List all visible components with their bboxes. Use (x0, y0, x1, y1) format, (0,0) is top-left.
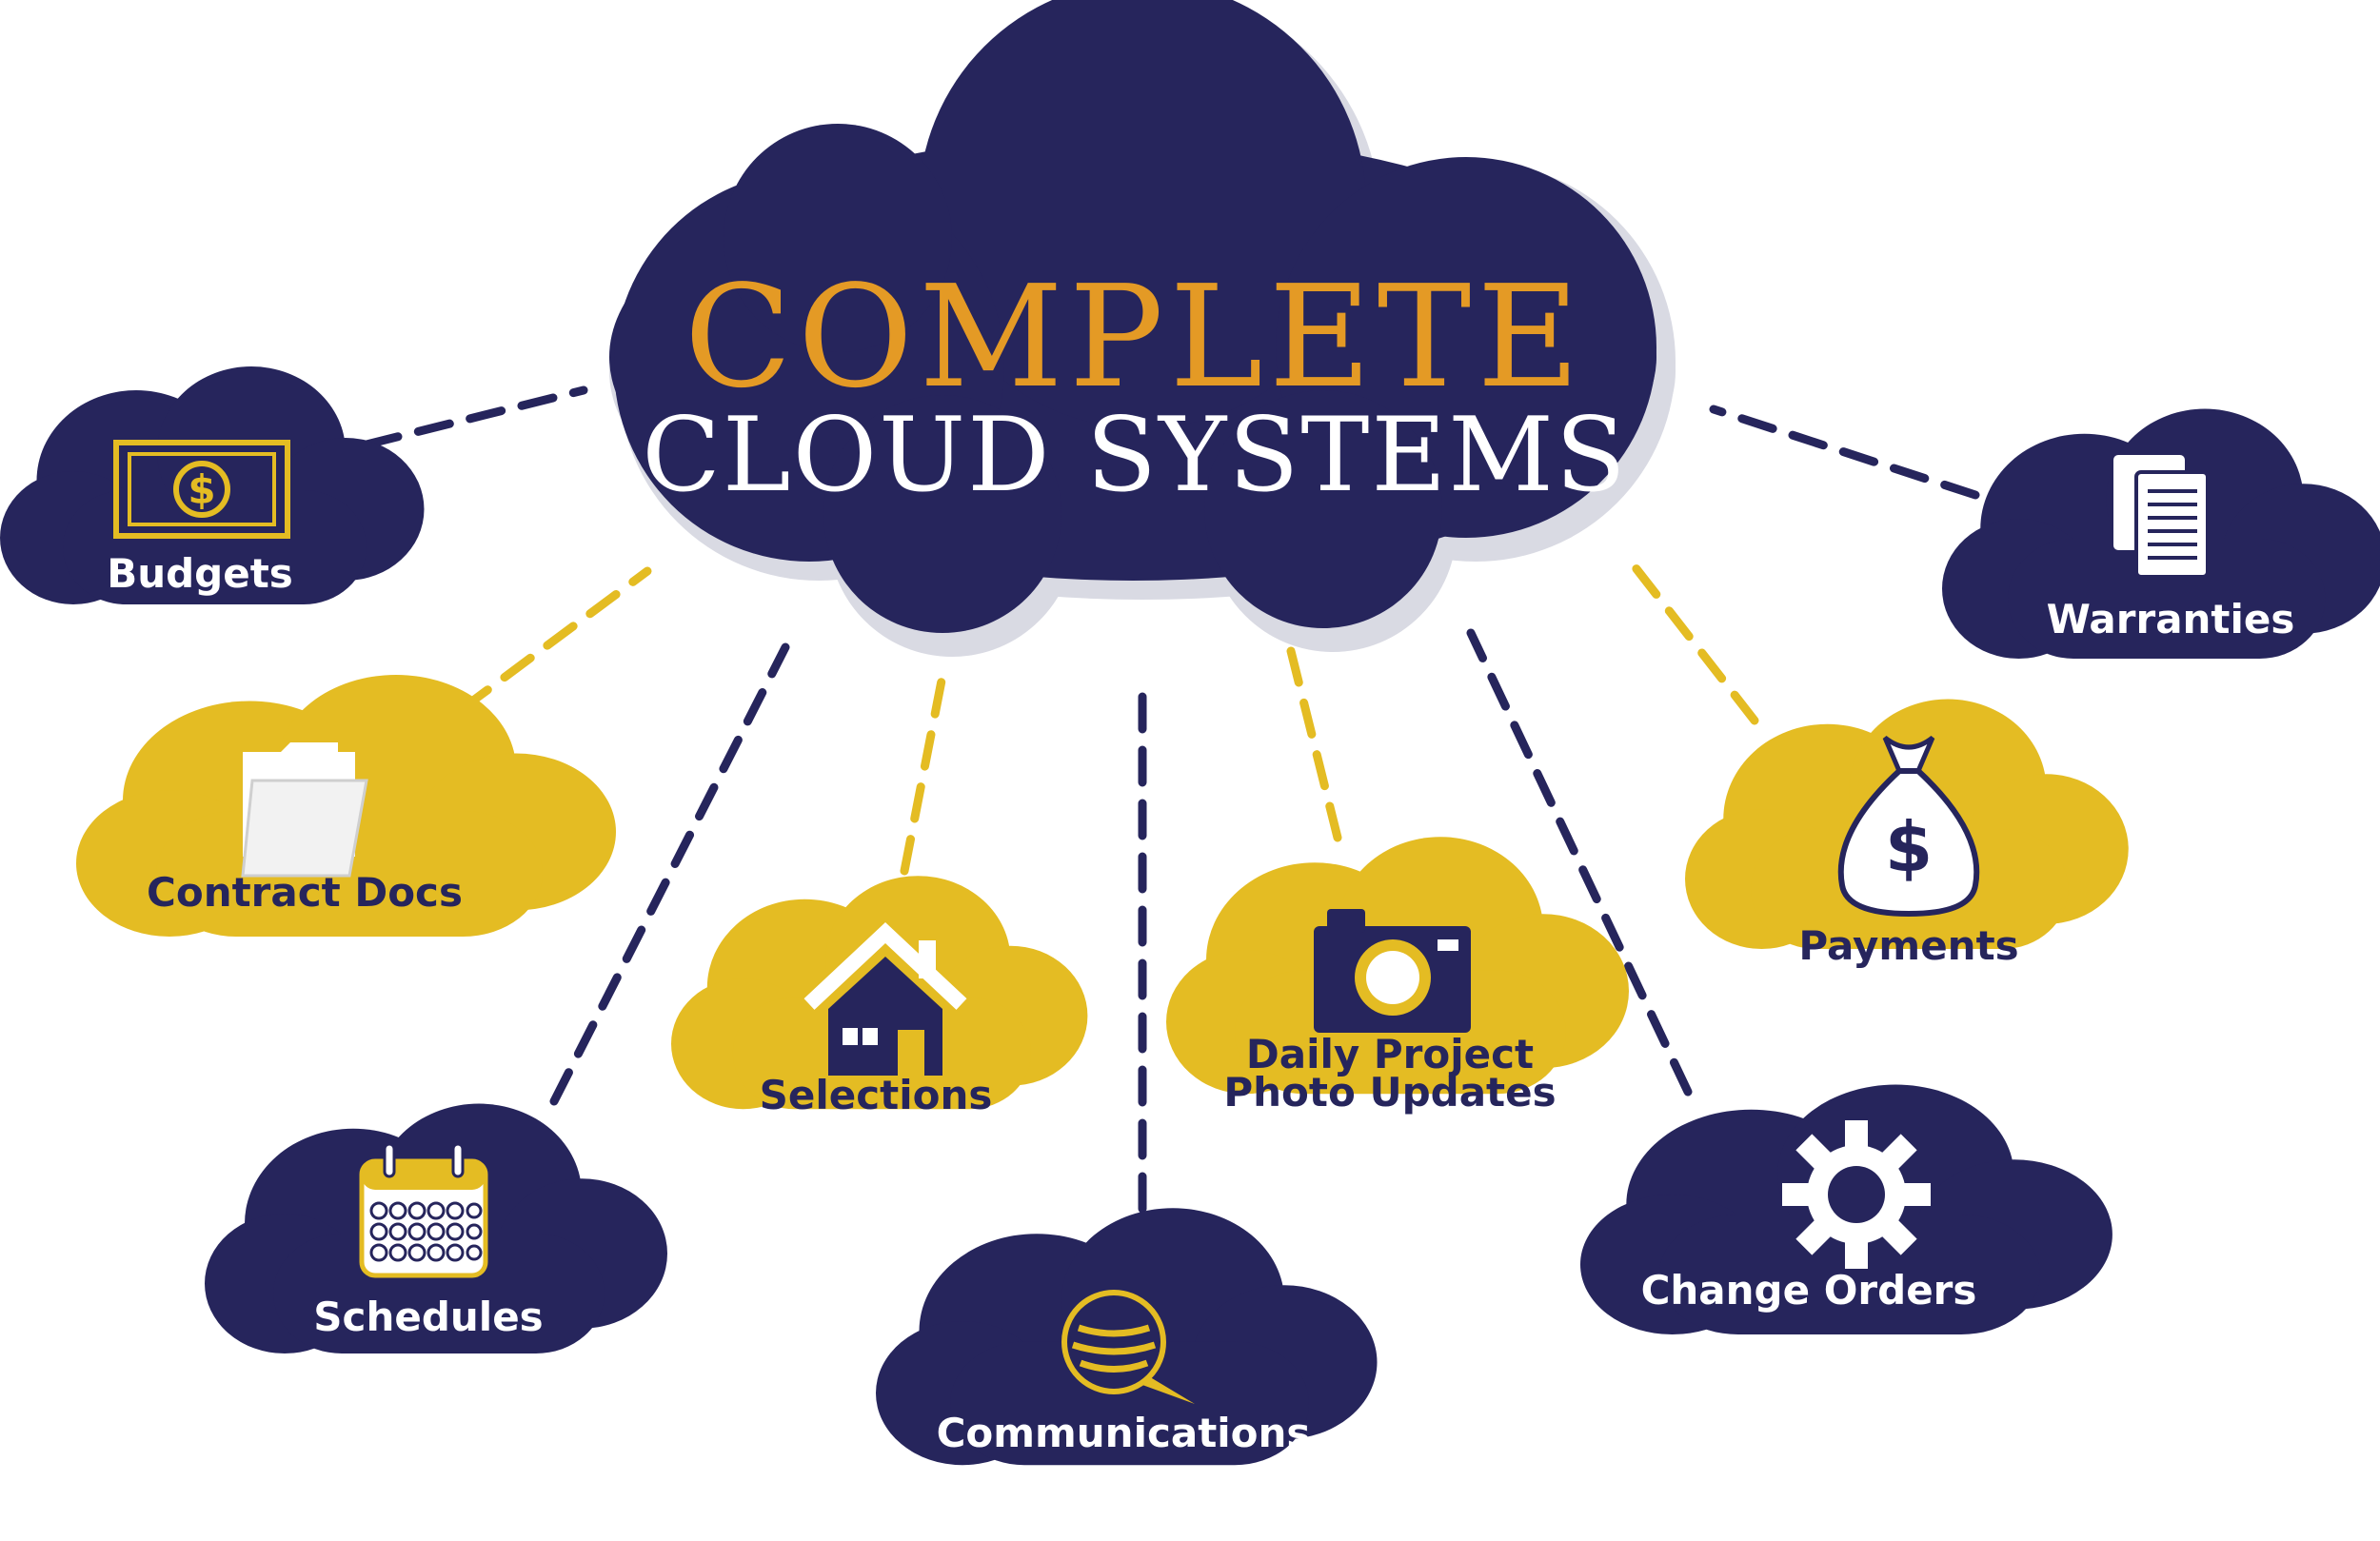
connector-schedules (549, 642, 790, 1106)
documents-icon (2113, 455, 2210, 579)
dollar-bill-icon: $ (113, 440, 290, 539)
connector-photo-updates (1285, 642, 1342, 842)
connector-warranties (1709, 405, 1980, 500)
label-selections: Selections (760, 1072, 993, 1118)
cloud-schedules: Schedules (205, 1103, 667, 1353)
label-budgets: Budgets (107, 550, 293, 597)
cloud-warranties: Warranties (1942, 408, 2380, 659)
label-photo-updates-line1: Daily Project (1246, 1031, 1534, 1077)
cloud-selections: Selections (671, 876, 1088, 1118)
cloud-change-orders: Change Orders (1580, 1084, 2112, 1334)
calendar-icon (359, 1142, 488, 1278)
label-photo-updates-line2: Photo Updates (1223, 1069, 1556, 1116)
camera-icon (1314, 909, 1471, 1033)
cloud-photo-updates: Daily Project Photo Updates (1166, 837, 1629, 1116)
title-line1: COMPLETE (684, 255, 1586, 419)
label-communications: Communications (937, 1410, 1311, 1456)
house-icon (803, 922, 967, 1076)
label-warranties: Warranties (2047, 596, 2295, 642)
label-contract-docs: Contract Docs (147, 869, 463, 916)
cloud-budgets: $ Budgets (0, 366, 425, 604)
folder-icon (241, 742, 368, 878)
label-change-orders: Change Orders (1641, 1267, 1977, 1314)
label-schedules: Schedules (313, 1294, 543, 1340)
chat-bubble-icon (1061, 1290, 1195, 1404)
gear-icon (1782, 1120, 1931, 1269)
svg-text:$: $ (1885, 807, 1933, 887)
cloud-payments: $ Payments (1685, 699, 2129, 969)
connector-selections (900, 671, 947, 876)
connector-payments (1626, 557, 1759, 725)
svg-text:$: $ (188, 466, 215, 513)
connector-change-orders (1466, 628, 1693, 1096)
connector-budgets (362, 385, 588, 449)
title-line2: CLOUD SYSTEMS (642, 396, 1628, 515)
connector-contract-docs (457, 566, 652, 714)
cloud-communications: Communications (876, 1208, 1378, 1466)
label-payments: Payments (1798, 922, 2018, 969)
money-bag-icon: $ (1837, 735, 1980, 918)
connectors (362, 385, 1980, 1214)
main-cloud: COMPLETE CLOUD SYSTEMS (609, 0, 1676, 657)
cloud-contract-docs: Contract Docs (76, 675, 616, 937)
